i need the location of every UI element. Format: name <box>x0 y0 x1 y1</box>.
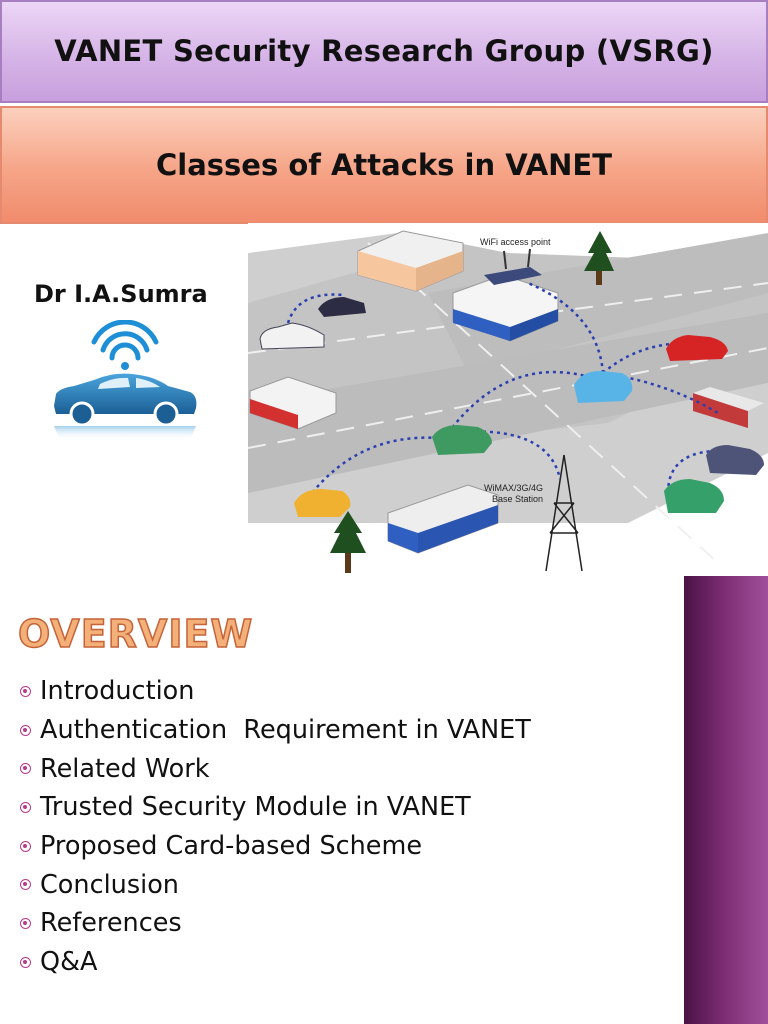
circle-bullet-icon <box>20 724 31 736</box>
list-item: Trusted Security Module in VANET <box>20 788 531 827</box>
agenda-item-label: Conclusion <box>40 869 179 900</box>
base-station-label-1: WiMAX/3G/4G <box>484 483 543 493</box>
author-name: Dr I.A.Sumra <box>34 280 208 308</box>
agenda-item-label: Q&A <box>40 947 98 978</box>
base-station-label-2: Base Station <box>492 494 543 504</box>
overview-heading: OVERVIEW <box>17 611 254 657</box>
circle-bullet-icon <box>20 917 31 929</box>
list-item: Proposed Card-based Scheme <box>20 827 531 866</box>
group-title: VANET Security Research Group (VSRG) <box>0 0 768 103</box>
agenda-item-label: Trusted Security Module in VANET <box>40 792 471 823</box>
agenda-item-label: Proposed Card-based Scheme <box>40 831 423 862</box>
agenda-item-label: Authentication Requirement in VANET <box>40 715 531 746</box>
vehicle-cars <box>259 297 764 517</box>
list-item: Authentication Requirement in VANET <box>20 711 531 750</box>
topic-title: Classes of Attacks in VANET <box>0 106 768 224</box>
agenda-item-label: Introduction <box>40 676 195 707</box>
list-item: Introduction <box>20 672 531 711</box>
circle-bullet-icon <box>20 763 31 775</box>
agenda-item-label: References <box>40 908 182 939</box>
circle-bullet-icon <box>20 956 31 968</box>
circle-bullet-icon <box>20 685 31 697</box>
list-item: Q&A <box>20 943 531 982</box>
agenda-item-label: Related Work <box>40 753 210 784</box>
circle-bullet-icon <box>20 801 31 813</box>
list-item: Conclusion <box>20 865 531 904</box>
circle-bullet-icon <box>20 879 31 891</box>
circle-bullet-icon <box>20 840 31 852</box>
agenda-list: Introduction Authentication Requirement … <box>20 672 531 982</box>
vanet-scene-illustration: WiFi access point WiMAX/3G/4G Base Stati… <box>248 223 768 575</box>
decorative-sidebar <box>684 576 768 1024</box>
wifi-access-point-label: WiFi access point <box>480 237 551 247</box>
list-item: References <box>20 904 531 943</box>
list-item: Related Work <box>20 749 531 788</box>
car-wifi-icon <box>54 320 197 440</box>
